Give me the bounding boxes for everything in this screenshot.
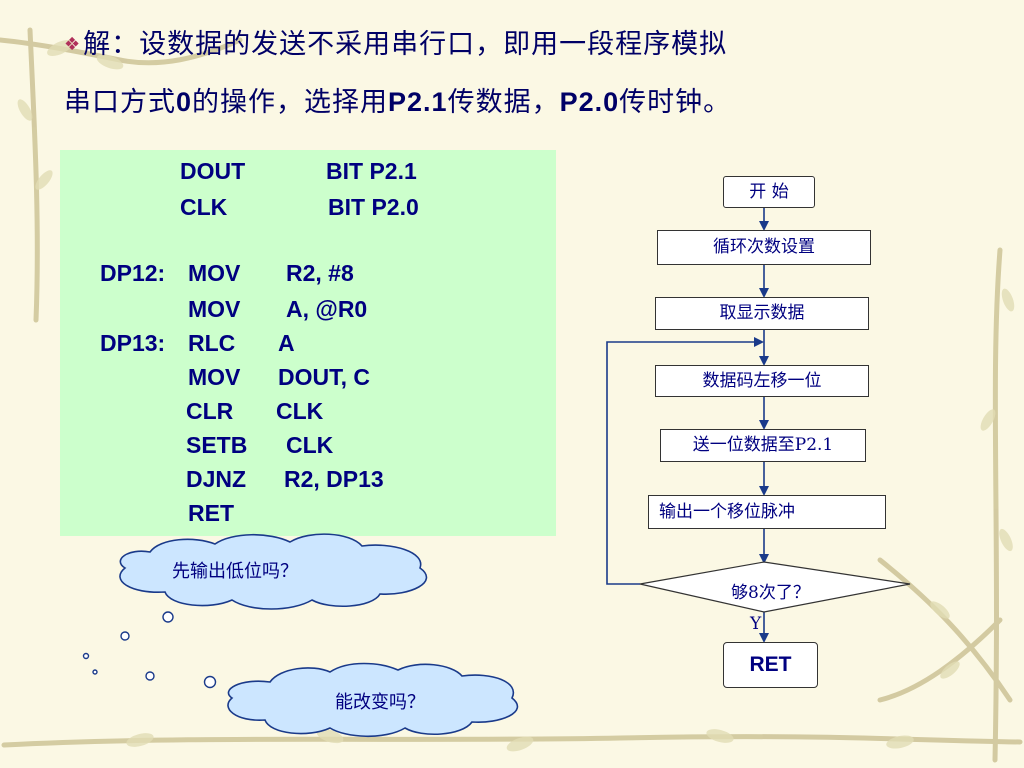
flow-step-label: 取显示数据 [719,303,805,323]
assembly-code-box: DOUT BIT P2.1 CLK BIT P2.0 DP12: MOV R2,… [60,150,556,536]
code-args: BIT P2.1 [326,158,417,184]
flow-yes-label: Y [750,614,762,634]
flow-step-label: 送一位数据至P2.1 [692,435,834,455]
flow-step-label: 数据码左移一位 [702,371,822,391]
code-op: RET [188,500,234,526]
code-args: BIT P2.0 [328,194,419,220]
intro-part: 传数据， [447,87,560,118]
flow-start-label: 开 始 [749,182,789,202]
flow-start: 开 始 [723,176,815,208]
data-pin: P2.1 [388,87,448,117]
flow-step-shift-pulse: 输出一个移位脉冲 [648,495,886,529]
clock-pin: P2.0 [559,87,620,117]
diamond-bullet-icon: ❖ [64,34,82,55]
flow-step-label: 输出一个移位脉冲 [659,502,795,522]
code-op: DOUT [180,158,246,184]
intro-text-line-2: 串口方式0的操作，选择用P2.1传数据，P2.0传时钟。 [64,80,731,119]
code-args: CLK [276,398,324,424]
code-op: MOV [188,364,241,390]
flow-step-init-count: 循环次数设置 [657,230,871,265]
code-label: DP12: [100,260,166,286]
code-args: R2, DP13 [284,466,384,492]
flow-decision-label: 够8次了？ [731,583,810,603]
code-op: RLC [188,330,236,356]
flow-step-send-bit: 送一位数据至P2.1 [660,429,866,462]
code-args: R2, #8 [286,260,354,286]
cloud-question-2: 能改变吗？ [335,692,425,713]
code-op: DJNZ [186,466,247,492]
flow-step-shift-left: 数据码左移一位 [655,365,869,397]
code-op: CLR [186,398,234,424]
intro-part: 的操作，选择用 [192,87,389,118]
flow-step-fetch-data: 取显示数据 [655,297,869,330]
code-label: DP13: [100,330,166,356]
intro-part: 串口方式 [64,87,176,118]
intro-text: 解：设数据的发送不采用串行口，即用一段程序模拟 [83,29,728,60]
flow-end-ret: RET [723,642,818,688]
mode-number: 0 [176,87,193,117]
code-op: SETB [186,432,248,458]
code-args: A, @R0 [286,296,368,322]
code-args: CLK [286,432,334,458]
code-args: A [278,330,295,356]
code-op: MOV [188,296,241,322]
intro-part: 传时钟。 [619,87,732,118]
cloud-question-1: 先输出低位吗？ [172,561,298,582]
flow-end-label: RET [749,653,792,676]
code-op: MOV [188,260,241,286]
code-op: CLK [180,194,228,220]
intro-text-line-1: ❖解：设数据的发送不采用串行口，即用一段程序模拟 [64,22,727,61]
flow-step-label: 循环次数设置 [713,237,815,257]
code-args: DOUT, C [278,364,370,390]
